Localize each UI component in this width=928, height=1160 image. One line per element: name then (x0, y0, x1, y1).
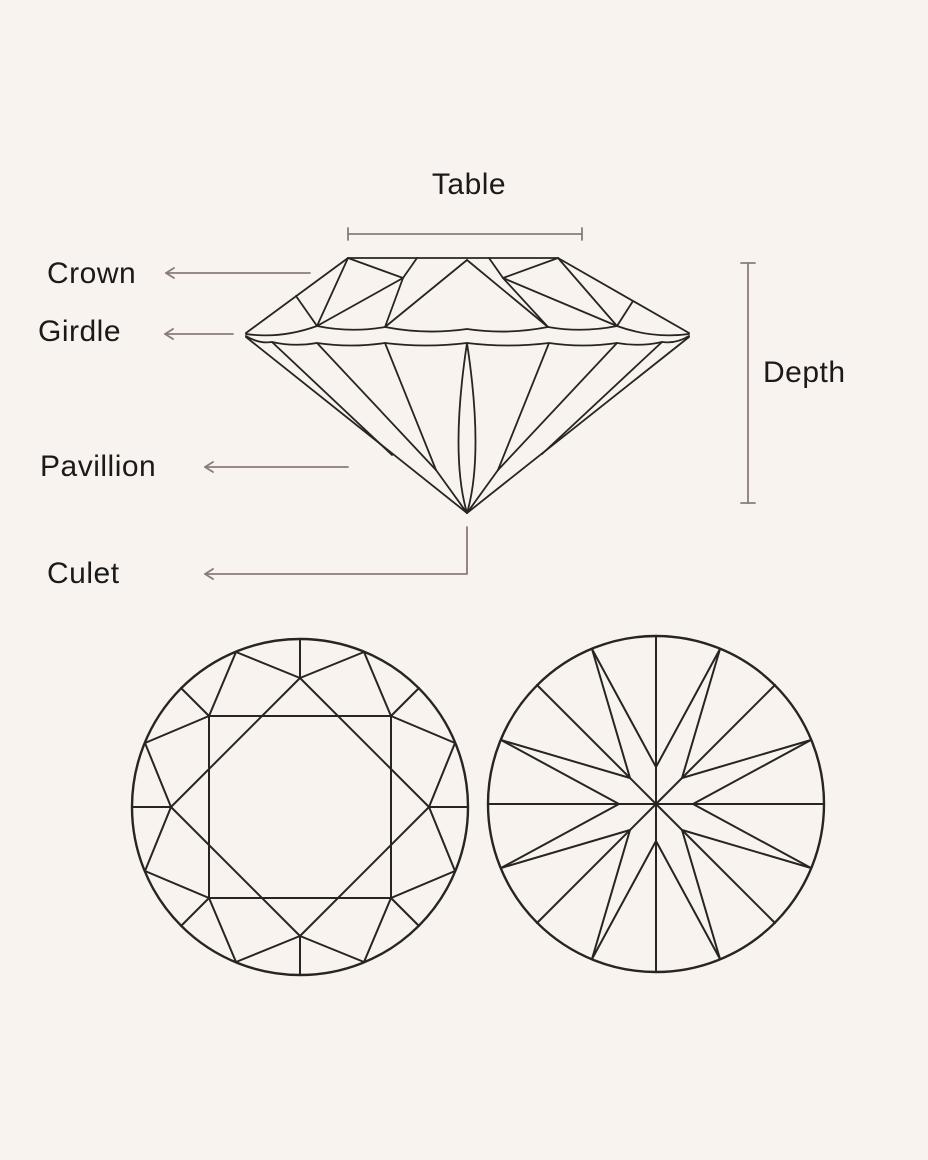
culet-label: Culet (47, 557, 120, 590)
crown-label: Crown (47, 257, 137, 290)
table-dimension-line (347, 227, 583, 241)
culet-facet-line (457, 342, 468, 514)
side-view-crown (245, 257, 690, 334)
culet-leader-line (204, 526, 468, 580)
girdle-label: Girdle (38, 315, 122, 348)
pavillion-label: Pavillion (40, 450, 157, 483)
bottom-view-pavilion-circle (486, 634, 826, 974)
crown-arrow (165, 267, 311, 279)
pavillion-arrow (204, 461, 349, 473)
girdle-arrow (164, 328, 234, 340)
annotation-lines (164, 227, 756, 580)
depth-label: Depth (763, 356, 846, 389)
table-label: Table (431, 168, 507, 201)
table-square (208, 715, 392, 899)
side-view-pavilion (245, 336, 690, 514)
depth-dimension-line (740, 262, 756, 504)
top-view-crown-circle (130, 637, 470, 977)
